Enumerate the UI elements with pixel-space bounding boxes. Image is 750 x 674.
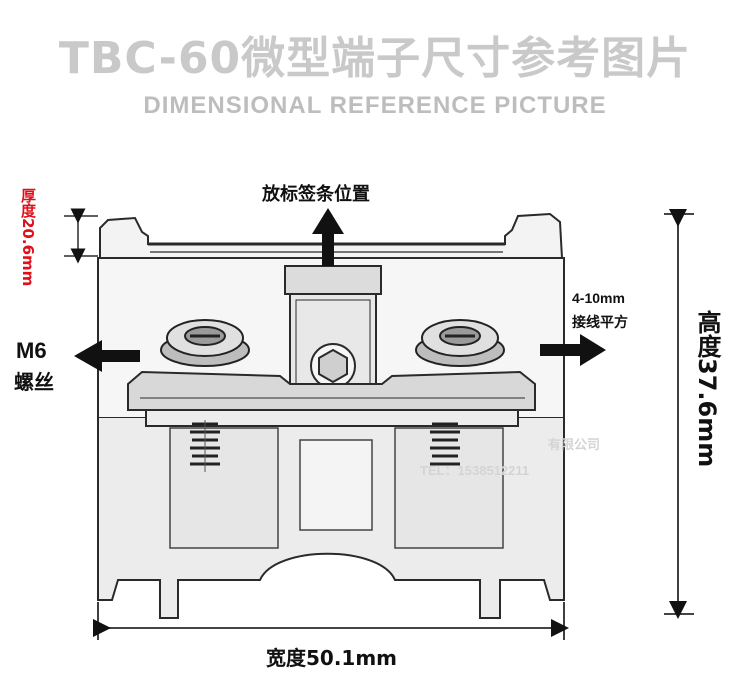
watermark-company: 有限公司 [548,437,601,452]
right-screw [415,319,505,466]
clamp-bar [127,370,536,427]
wire-range-arrow [540,334,606,366]
screw-size-label: M6 [16,338,47,363]
lower-cavities [169,427,504,549]
label-position-arrow [312,208,344,266]
left-screw [160,319,250,472]
screw-arrow [74,340,140,372]
thickness-label: 厚度20.6mm [19,188,37,287]
watermark-phone: TEL：1538512211 [420,463,530,478]
title-english: DIMENSIONAL REFERENCE PICTURE [143,92,607,119]
width-label: 宽度50.1mm [266,646,398,670]
thickness-dimension [64,208,98,264]
height-label: 高度37.6mm [693,310,721,468]
wire-range-label: 4-10mm [572,290,625,306]
wire-unit-label: 接线平方 [572,315,628,331]
title-chinese: TBC-60微型端子尺寸参考图片 [58,33,692,84]
height-dimension [664,209,694,619]
width-dimension [93,602,569,640]
label-position-text: 放标签条位置 [262,184,370,205]
screw-thread-label: 螺丝 [14,370,54,394]
